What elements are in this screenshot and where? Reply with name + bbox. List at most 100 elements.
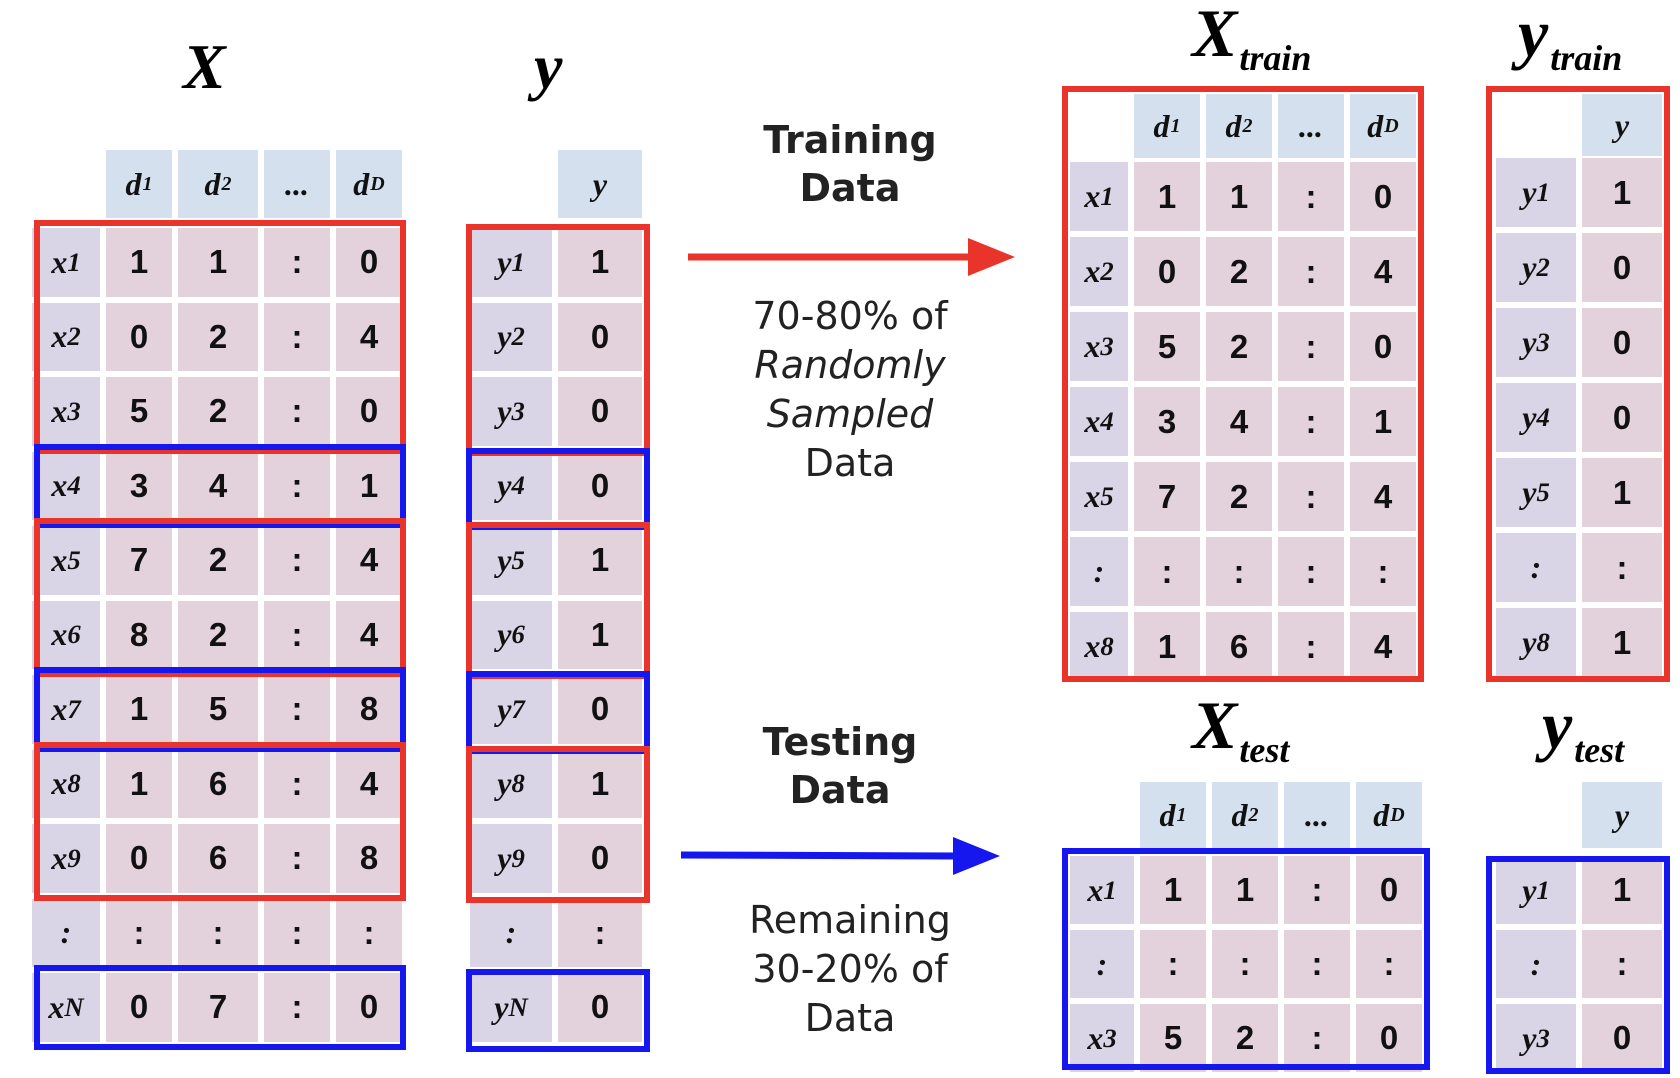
value-cell: 0	[1350, 312, 1416, 381]
cell-label-base: y	[497, 541, 512, 578]
cell-label-base: x	[1087, 871, 1104, 908]
cell-label-subscript: 1	[1176, 803, 1187, 826]
value-cell: :	[1284, 1004, 1350, 1072]
value-cell: :	[264, 600, 330, 669]
cell-label-subscript: 2	[221, 172, 232, 195]
value-cell: 1	[1206, 162, 1272, 231]
cell-label-base: d	[353, 165, 370, 202]
value-cell: :	[264, 526, 330, 595]
value-cell: 5	[178, 675, 258, 744]
train-group-box	[34, 518, 406, 677]
cell-label-base: ...	[1305, 796, 1329, 833]
cell-label-base: x	[51, 467, 68, 504]
cell-label-base: x	[51, 839, 68, 876]
value-cell: 1	[1582, 158, 1662, 227]
cell-label-subscript: 8	[67, 768, 81, 799]
value-cell: 4	[1206, 387, 1272, 456]
y-train-title: ytrain	[1518, 0, 1623, 78]
cell-label-base: d	[1231, 796, 1248, 833]
cell-label-subscript: 3	[1100, 331, 1114, 361]
value-cell: 6	[178, 749, 258, 818]
value-cell: 0	[1582, 308, 1662, 377]
value-cell: 4	[1350, 237, 1416, 306]
cell-label-base: d	[204, 165, 221, 202]
train-group-box	[34, 741, 406, 901]
value-cell: 1	[558, 526, 642, 595]
value-cell: :	[1284, 856, 1350, 924]
value-cell: 4	[1350, 462, 1416, 531]
cell-label-subscript: 3	[1536, 1022, 1550, 1053]
value-cell: 7	[1134, 462, 1200, 531]
value-cell: 0	[558, 302, 642, 371]
value-cell: 2	[178, 302, 258, 371]
value-cell: :	[1278, 312, 1344, 381]
cell-label-subscript: 5	[1536, 477, 1550, 507]
value-cell: :	[336, 898, 402, 967]
cell-label-subscript: 9	[511, 842, 525, 873]
value-cell: 0	[558, 973, 642, 1042]
cell-label-base: d	[1153, 107, 1170, 144]
value-cell: 0	[106, 302, 172, 371]
cell-label-subscript: 3	[511, 395, 525, 426]
value-cell: 2	[1206, 237, 1272, 306]
value-cell: 6	[178, 824, 258, 893]
cell-label-base: y	[497, 243, 512, 280]
value-cell: 1	[336, 451, 402, 520]
cell-label-subscript: 2	[1248, 803, 1259, 826]
cell-label-base: y	[497, 392, 512, 429]
cell-label-base: x	[51, 690, 68, 727]
row-label: :	[1070, 537, 1128, 606]
cell-label-subscript: D	[370, 172, 385, 195]
value-cell: :	[1278, 612, 1344, 681]
cell-label-subscript: 8	[1536, 627, 1550, 657]
test-group-box	[34, 965, 406, 1050]
y-column-header: y	[558, 150, 642, 218]
value-cell: 0	[1582, 1004, 1662, 1072]
cell-label-base: y	[1522, 474, 1537, 510]
cell-label-subscript: 1	[142, 172, 153, 195]
value-cell: 1	[1582, 458, 1662, 527]
value-cell: :	[1284, 930, 1350, 998]
cell-label-subscript: 2	[1242, 114, 1253, 137]
cell-label-subscript: 9	[67, 842, 81, 873]
value-cell: 0	[336, 377, 402, 446]
y-vector-title: y	[534, 31, 563, 102]
value-cell: 2	[1212, 1004, 1278, 1072]
y-column-header: y	[1582, 782, 1662, 848]
value-cell: 0	[106, 973, 172, 1042]
train-group-box	[34, 220, 406, 454]
value-cell: :	[106, 898, 172, 967]
x-test-title: Xtest	[1192, 687, 1290, 770]
value-cell: :	[178, 898, 258, 967]
cell-label-base: ...	[285, 165, 309, 202]
cell-label-base: x	[1084, 328, 1101, 364]
value-cell: 0	[1134, 237, 1200, 306]
value-cell: 4	[336, 302, 402, 371]
value-cell: :	[558, 898, 642, 967]
value-cell: 1	[1140, 856, 1206, 924]
value-cell: 0	[558, 675, 642, 744]
value-cell: :	[1278, 462, 1344, 531]
cell-label-base: x	[48, 988, 65, 1025]
cell-label-base: x	[1084, 253, 1101, 289]
cell-label-base: :	[60, 914, 72, 951]
row-label: :	[32, 898, 100, 967]
value-cell: :	[264, 749, 330, 818]
cell-label-subscript: 3	[1536, 327, 1550, 357]
value-cell: 2	[178, 526, 258, 595]
